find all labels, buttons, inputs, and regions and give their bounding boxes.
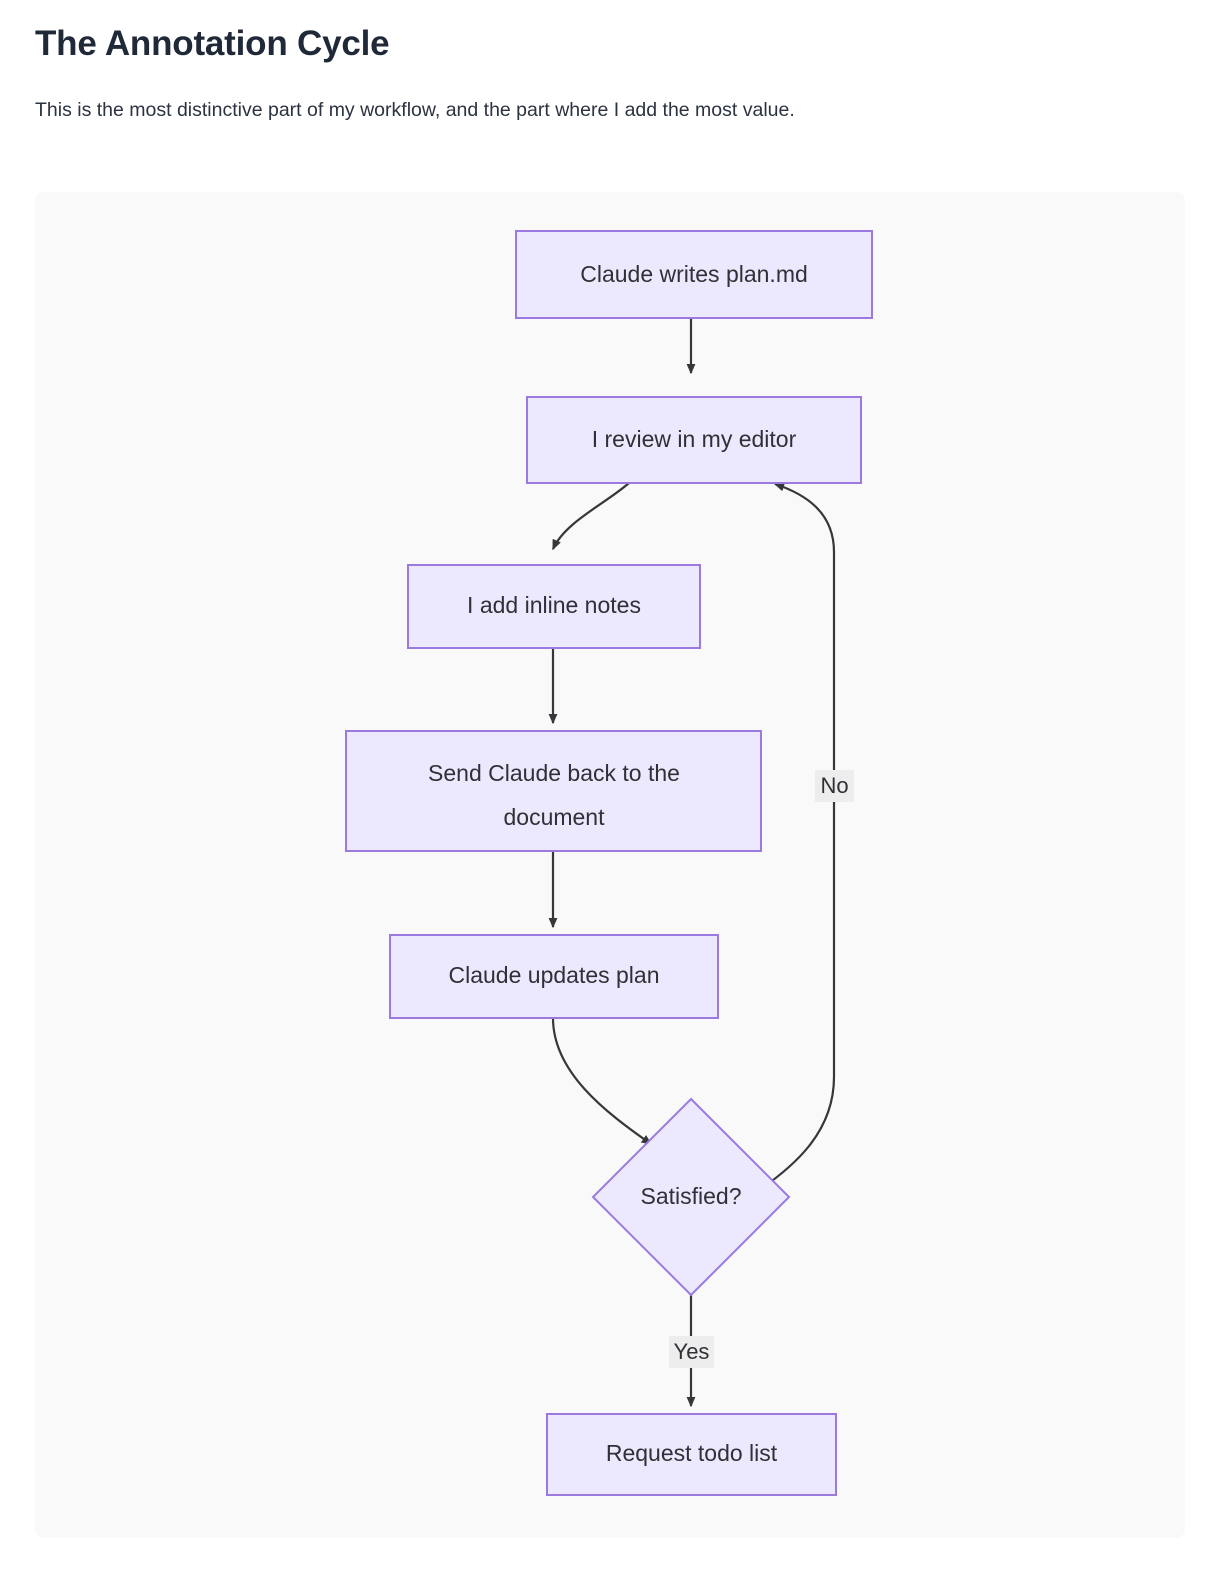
node-i-add-inline-notes-shape[interactable] bbox=[407, 564, 701, 649]
node-claude-writes-plan[interactable]: Claude writes plan.md bbox=[515, 230, 873, 319]
page-intro-paragraph: This is the most distinctive part of my … bbox=[35, 99, 795, 121]
node-i-review-in-my-editor-shape[interactable] bbox=[526, 396, 862, 484]
edge-review-to-notes bbox=[551, 482, 630, 551]
node-claude-writes-plan-label: Claude writes plan.md bbox=[580, 261, 808, 287]
edge-label-no-text: No bbox=[820, 773, 848, 798]
node-request-todo-list[interactable]: Request todo list bbox=[546, 1413, 837, 1496]
flowchart-panel: No Yes Claude writes plan.md I review in… bbox=[35, 192, 1185, 1538]
node-send-claude-back-line2: document bbox=[503, 804, 605, 830]
node-request-todo-list-shape[interactable] bbox=[546, 1413, 837, 1496]
edge-label-yes-text: Yes bbox=[674, 1339, 710, 1364]
edge-label-yes-background bbox=[669, 1336, 714, 1368]
node-i-add-inline-notes[interactable]: I add inline notes bbox=[407, 564, 701, 649]
node-satisfied-decision-shape[interactable] bbox=[591, 1097, 791, 1297]
node-send-claude-back-to-the-document[interactable]: Send Claude back to the document bbox=[345, 730, 762, 852]
edge-label-no-background bbox=[815, 770, 854, 802]
node-send-claude-back-line1: Send Claude back to the bbox=[428, 760, 680, 786]
node-i-add-inline-notes-label: I add inline notes bbox=[467, 592, 641, 618]
edge-label-yes: Yes bbox=[669, 1336, 714, 1368]
node-satisfied-decision[interactable]: Satisfied? bbox=[591, 1097, 791, 1297]
edge-decide-to-review-no bbox=[748, 482, 836, 1198]
node-claude-updates-plan-label: Claude updates plan bbox=[449, 962, 660, 988]
node-i-review-in-my-editor[interactable]: I review in my editor bbox=[526, 396, 862, 484]
node-request-todo-list-label: Request todo list bbox=[606, 1440, 778, 1466]
edge-label-no: No bbox=[815, 770, 854, 802]
flowchart-svg: No Yes Claude writes plan.md I review in… bbox=[345, 230, 873, 1496]
page-title: The Annotation Cycle bbox=[35, 24, 390, 63]
node-send-claude-back-to-the-document-shape[interactable] bbox=[345, 730, 762, 852]
node-i-review-in-my-editor-label: I review in my editor bbox=[592, 426, 797, 452]
node-claude-updates-plan[interactable]: Claude updates plan bbox=[389, 934, 719, 1019]
node-satisfied-decision-label: Satisfied? bbox=[640, 1183, 741, 1209]
edge-update-to-decide bbox=[551, 1017, 653, 1145]
node-claude-updates-plan-shape[interactable] bbox=[389, 934, 719, 1019]
node-claude-writes-plan-shape[interactable] bbox=[515, 230, 873, 319]
